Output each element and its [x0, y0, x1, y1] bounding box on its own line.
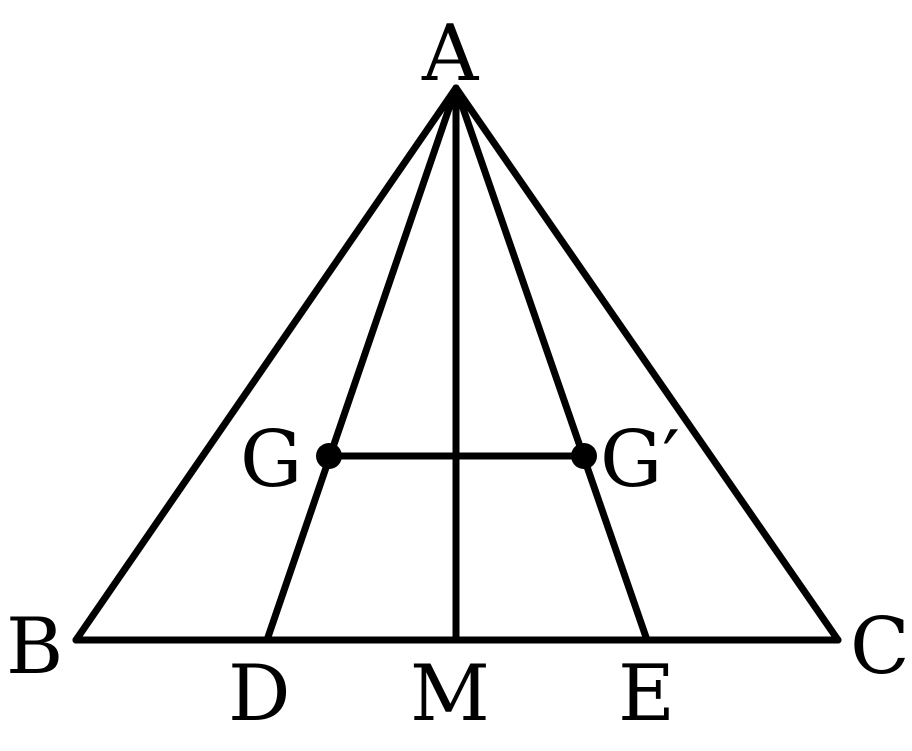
label-g-prime: G′ [600, 415, 680, 505]
label-d: D [228, 649, 291, 739]
side-ac [452, 84, 842, 644]
label-g: G [240, 415, 302, 505]
segment-ad [263, 84, 460, 644]
label-e: E [618, 649, 675, 739]
label-c: C [850, 602, 910, 692]
side-ab [72, 84, 460, 644]
label-m: M [410, 649, 490, 739]
segment-ae [452, 84, 651, 644]
label-a: A [421, 9, 480, 99]
point-g [316, 443, 342, 469]
label-b: B [6, 602, 63, 692]
point-g-prime [571, 443, 597, 469]
